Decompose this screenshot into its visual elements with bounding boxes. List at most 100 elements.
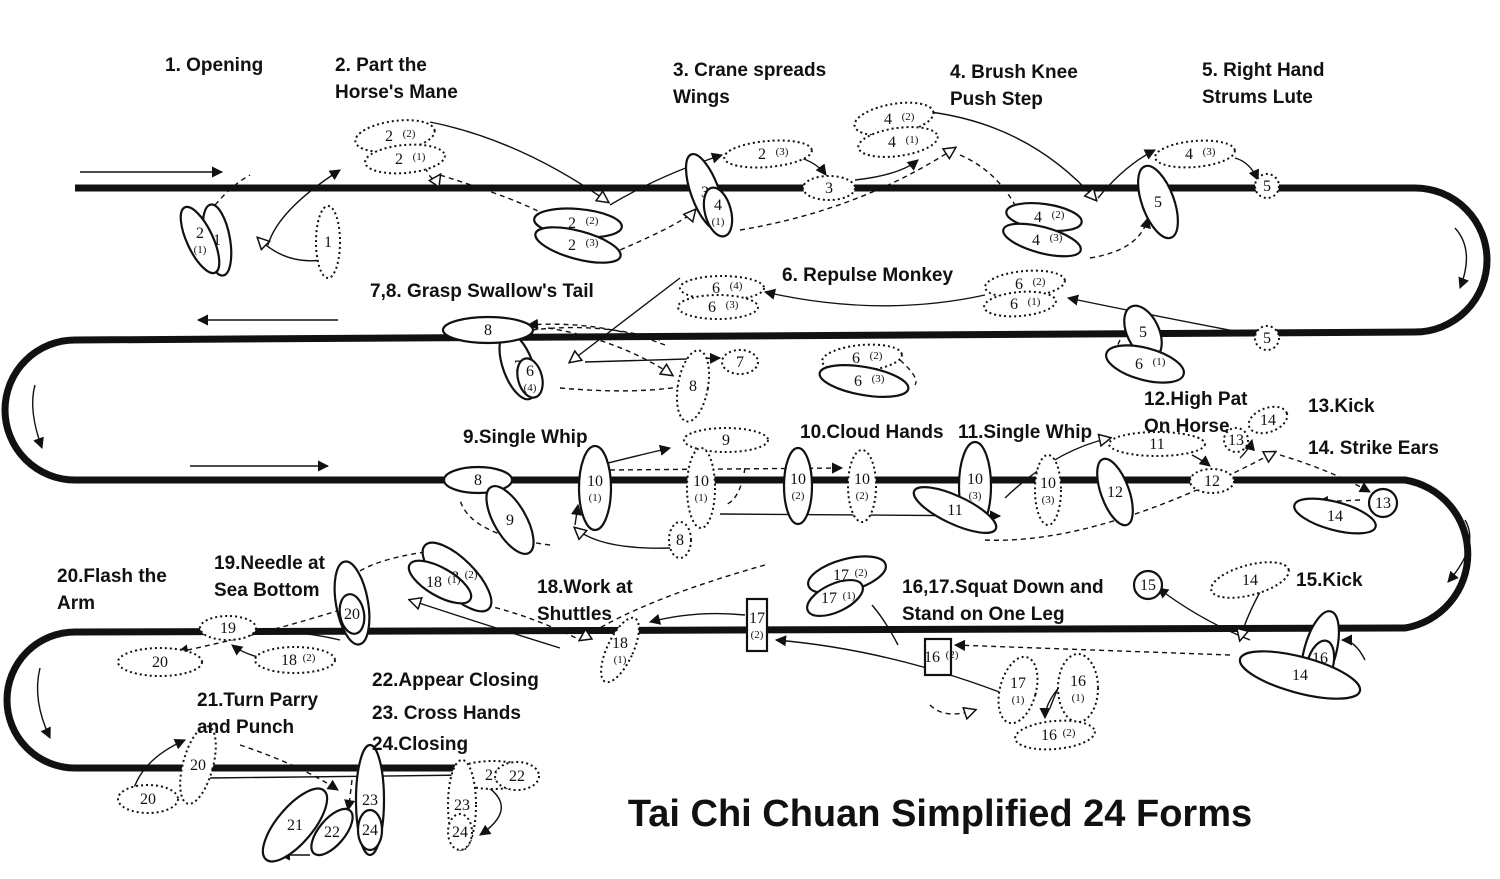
footprint-shape-22 bbox=[1105, 344, 1185, 384]
footprint-number: 10 bbox=[1040, 475, 1056, 492]
footprint-number: 4 bbox=[1032, 232, 1040, 249]
footprint-number: 5 bbox=[1154, 194, 1162, 211]
footprints: 12(1)12(2)2(1)2(2)2(3)34(1)2(3)34(2)4(1)… bbox=[117, 101, 1399, 863]
footprint-number: 2 bbox=[385, 128, 393, 145]
footprint-number: 11 bbox=[947, 502, 962, 519]
footprint-46: 12 bbox=[1189, 468, 1235, 494]
footprint-shape-34 bbox=[485, 485, 535, 555]
footprint-number: 2 bbox=[568, 215, 576, 232]
footprint-number: 11 bbox=[1149, 436, 1164, 453]
footprint-45: 12 bbox=[1096, 457, 1134, 527]
footprint-number: 20 bbox=[190, 757, 206, 774]
footprint-number: 4 bbox=[714, 197, 722, 214]
footprint-number: 1 bbox=[213, 232, 221, 249]
footprint-substep: (2) bbox=[751, 629, 764, 641]
footprint-number: 6 bbox=[852, 350, 860, 367]
footprint-number: 23 bbox=[362, 792, 378, 809]
footprint-number: 8 bbox=[484, 322, 492, 339]
footprint-shape-11 bbox=[802, 175, 856, 201]
footprint-32: 8 bbox=[675, 349, 711, 423]
footprint-number: 16 bbox=[924, 649, 940, 666]
footprint-shape-25 bbox=[818, 364, 910, 398]
footprint-number: 14 bbox=[1260, 412, 1276, 429]
footprint-30: 8 bbox=[441, 315, 535, 345]
footprint-substep: (2) bbox=[1033, 276, 1046, 288]
footprint-number: 23 bbox=[454, 797, 470, 814]
footprint-number: 4 bbox=[1185, 146, 1193, 163]
footprint-number: 14 bbox=[1242, 572, 1258, 589]
footprint-number: 6 bbox=[1010, 296, 1018, 313]
form-label-f2-line-2: Horse's Mane bbox=[335, 82, 458, 103]
footprint-shape-52 bbox=[1210, 561, 1290, 599]
footprint-shape-23 bbox=[1254, 325, 1280, 351]
footprint-49: 13 bbox=[1367, 487, 1399, 519]
footprint-27: 6(3) bbox=[677, 294, 759, 320]
form-label-f6-line-1: 6. Repulse Monkey bbox=[782, 265, 953, 286]
footprint-18: 5 bbox=[1254, 173, 1280, 199]
footprint-substep: (1) bbox=[695, 492, 708, 504]
footprint-69: 20 bbox=[117, 647, 203, 677]
footprint-shape-70 bbox=[254, 646, 336, 674]
footprint-62: 16(2) bbox=[1014, 719, 1096, 751]
footprint-number: 2 bbox=[568, 237, 576, 254]
footprint-shape-17 bbox=[1137, 164, 1179, 240]
footprint-number: 13 bbox=[1228, 432, 1244, 449]
footprint-number: 8 bbox=[676, 532, 684, 549]
footprint-shape-9 bbox=[702, 186, 734, 238]
footprint-11: 3 bbox=[802, 175, 856, 201]
footprint-substep: (2) bbox=[855, 567, 868, 579]
footprint-shape-37 bbox=[686, 447, 716, 529]
footprint-number: 7 bbox=[736, 354, 744, 371]
form-label-f21-line-1: 21.Turn Parry bbox=[197, 690, 319, 711]
footprint-substep: (2) bbox=[870, 350, 883, 362]
footprint-shape-20 bbox=[983, 290, 1057, 318]
footprint-19: 6 (2) bbox=[984, 269, 1066, 299]
footprint-shape-74 bbox=[494, 761, 540, 791]
footprint-shape-18 bbox=[1254, 173, 1280, 199]
footprint-number: 3 bbox=[825, 180, 833, 197]
footprint-number: 2 bbox=[758, 146, 766, 163]
footprint-shape-60 bbox=[1057, 653, 1099, 723]
footprint-number: 6 bbox=[854, 373, 862, 390]
footprint-number: 6 bbox=[1015, 276, 1023, 293]
footprint-77: 21 bbox=[261, 787, 329, 863]
footprint-shape-42 bbox=[912, 486, 998, 534]
footprint-number: 4 bbox=[1034, 209, 1042, 226]
footprint-shape-15 bbox=[1002, 222, 1082, 258]
footprint-37: 10(1) bbox=[686, 447, 716, 529]
footprint-shape-58 bbox=[745, 597, 769, 653]
footprint-shape-50 bbox=[1293, 497, 1377, 535]
form-label-f23-line-1: 23. Cross Hands bbox=[372, 703, 521, 724]
footprint-43: 10(3) bbox=[1034, 454, 1062, 526]
footprint-number: 5 bbox=[1263, 330, 1271, 347]
footprint-number: 10 bbox=[693, 473, 709, 490]
footprint-shape-47 bbox=[1223, 427, 1249, 453]
footprint-shape-68 bbox=[199, 615, 257, 641]
footprint-63: 18(1) bbox=[600, 616, 640, 684]
footprint-shape-44 bbox=[1108, 431, 1206, 457]
footprint-substep: (1) bbox=[906, 134, 919, 146]
footprint-number: 5 bbox=[1263, 178, 1271, 195]
footprint-substep: (1) bbox=[1012, 694, 1025, 706]
form-label-f24-line-1: 24.Closing bbox=[372, 734, 468, 755]
footprint-shape-76 bbox=[447, 813, 473, 851]
footprint-44: 11 bbox=[1108, 431, 1206, 457]
footprint-shape-63 bbox=[600, 616, 640, 684]
form-label-f2-line-1: 2. Part the bbox=[335, 55, 427, 76]
footprint-number: 10 bbox=[587, 473, 603, 490]
footprint-number: 20 bbox=[140, 791, 156, 808]
footprint-25: 6(3) bbox=[818, 364, 910, 398]
footprint-50: 14 bbox=[1293, 497, 1377, 535]
footprint-23: 5 bbox=[1254, 325, 1280, 351]
footprint-number: 2 bbox=[196, 225, 204, 242]
footprint-36: 9 bbox=[683, 427, 769, 453]
footprint-47: 13 bbox=[1223, 427, 1249, 453]
footprint-number: 24 bbox=[452, 824, 468, 841]
form-label-f4-line-2: Push Step bbox=[950, 89, 1043, 110]
footprint-shape-40 bbox=[847, 449, 877, 523]
footprint-38: 8 bbox=[668, 521, 692, 559]
footprint-substep: (1) bbox=[843, 590, 856, 602]
footprint-number: 6 bbox=[1135, 356, 1143, 373]
footprint-78: 22 bbox=[310, 807, 354, 857]
